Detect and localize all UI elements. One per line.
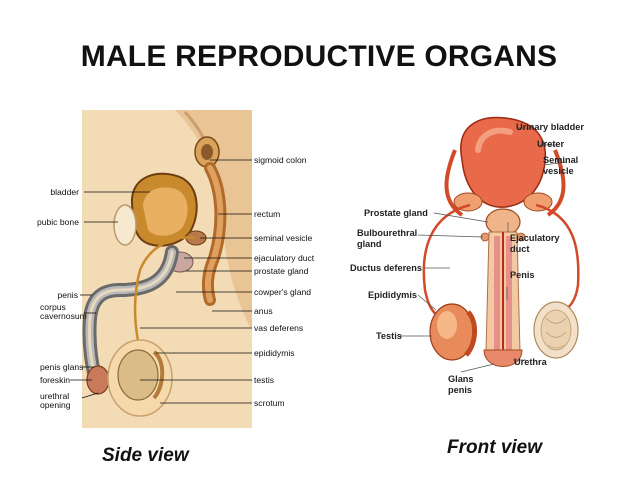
label-cowpers-gland: cowper's gland [254,287,311,297]
label-sigmoid-colon: sigmoid colon [254,155,307,165]
label-bulbourethral-line1: Bulbourethral [357,228,417,238]
label-ureter: Ureter [537,139,564,149]
label-ejaculatory-line1: Ejaculatory [510,233,560,243]
label-rectum: rectum [254,209,280,219]
label-ductus-deferens: Ductus deferens [350,263,422,273]
label-prostate-gland-front: Prostate gland [364,208,428,218]
label-corpus-line1: corpus [40,302,66,312]
label-urethral-line1: urethral [40,391,69,401]
front-view-leaders [400,127,567,373]
label-corpus-line2: cavernosum [40,311,87,321]
label-bladder: bladder [50,187,79,197]
label-seminal-vesicle-side: seminal vesicle [254,233,312,243]
label-prostate-gland-side: prostate gland [254,266,309,276]
label-foreskin: foreskin [40,375,70,385]
label-penis-glans: penis glans [40,362,83,372]
label-seminal-line1: Seminal [543,155,578,165]
label-glans-line2: penis [448,385,472,395]
label-vas-deferens: vas deferens [254,323,303,333]
label-urethra: Urethra [514,357,548,367]
caption-front-view: Front view [447,437,543,458]
label-ejaculatory-duct-side: ejaculatory duct [254,253,315,263]
label-epididymis-front: Epididymis [368,290,417,300]
front-view-illustration [422,116,580,367]
label-urethral-line2: opening [40,400,71,410]
label-urinary-bladder: Urinary bladder [516,122,584,132]
side-view-left-leaders [70,191,150,399]
label-penis-side: penis [57,290,78,300]
label-scrotum: scrotum [254,398,285,408]
label-pubic-bone: pubic bone [37,217,79,227]
caption-side-view: Side view [102,445,189,466]
label-testis-side: testis [254,375,274,385]
side-view-right-leaders [140,159,252,404]
label-bulbourethral-line2: gland [357,239,382,249]
label-glans-line1: Glans [448,374,474,384]
label-testis-front: Testis [376,331,402,341]
label-anus: anus [254,306,273,316]
label-penis-front: Penis [510,270,535,280]
label-epididymis-side: epididymis [254,348,295,358]
label-ejaculatory-line2: duct [510,244,529,254]
label-seminal-line2: vesicle [543,166,574,176]
slide-title: MALE REPRODUCTIVE ORGANS [80,40,558,73]
